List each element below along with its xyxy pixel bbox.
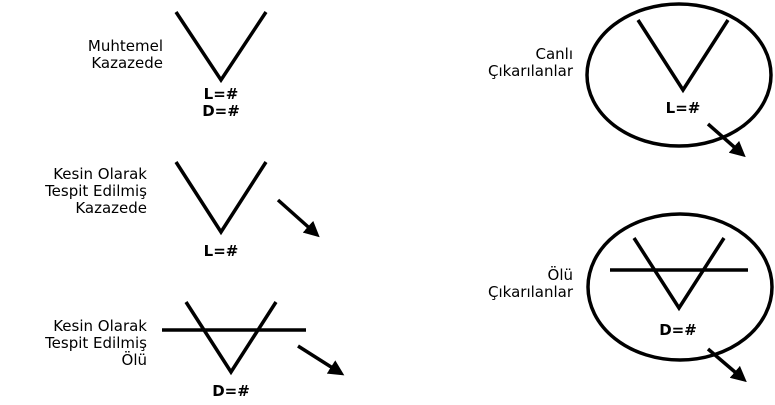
possible-victim-v-mark [174, 11, 268, 84]
confirmed-dead-v-mark [184, 301, 278, 376]
confirmed-dead-arrow [297, 344, 345, 376]
rescued-alive-v-mark [636, 19, 730, 94]
rescued-alive-label: Canlı Çıkarılanlar [488, 46, 573, 80]
confirmed-victim-label: Kesin Olarak Tespit Edilmiş Kazazede [45, 166, 147, 217]
confirmed-dead-dead-code: D=# [212, 382, 250, 400]
rescued-alive-codes: L=# [653, 100, 713, 117]
possible-victim-label-line: Muhtemel [87, 37, 163, 55]
removed-dead-label: Ölü Çıkarılanlar [488, 267, 573, 301]
removed-dead-dead-code: D=# [659, 321, 697, 339]
confirmed-dead-label-line: Ölü [121, 351, 147, 369]
removed-dead-circle [586, 212, 774, 362]
confirmed-dead-label-line: Kesin Olarak [53, 317, 147, 335]
confirmed-victim-label-line: Kazazede [75, 199, 147, 217]
confirmed-dead-label-line: Tespit Edilmiş [45, 334, 147, 352]
possible-victim-label-line: Kazazede [91, 54, 163, 72]
confirmed-dead-codes: D=# [201, 383, 261, 400]
confirmed-victim-codes: L=# [191, 243, 251, 260]
confirmed-victim-label-line: Kesin Olarak [53, 165, 147, 183]
removed-dead-v-mark [632, 237, 726, 312]
rescued-alive-circle [585, 2, 773, 148]
removed-dead-arrow [706, 347, 747, 383]
removed-dead-label-line: Ölü [547, 266, 573, 284]
confirmed-victim-arrow [276, 198, 320, 238]
confirmed-victim-v-mark [174, 161, 268, 236]
possible-victim-label: Muhtemel Kazazede [88, 38, 163, 72]
possible-victim-dead-code: D=# [202, 102, 240, 120]
removed-dead-codes: D=# [648, 322, 708, 339]
rescued-alive-label-line: Çıkarılanlar [488, 62, 573, 80]
removed-dead-label-line: Çıkarılanlar [488, 283, 573, 301]
confirmed-dead-label: Kesin Olarak Tespit Edilmiş Ölü [45, 318, 147, 369]
rescued-alive-label-line: Canlı [535, 45, 573, 63]
rescued-alive-arrow [706, 122, 746, 158]
possible-victim-live-code: L=# [203, 85, 239, 103]
rescued-alive-live-code: L=# [665, 99, 701, 117]
confirmed-victim-live-code: L=# [203, 242, 239, 260]
confirmed-victim-label-line: Tespit Edilmiş [45, 182, 147, 200]
possible-victim-codes: L=# D=# [191, 86, 251, 120]
